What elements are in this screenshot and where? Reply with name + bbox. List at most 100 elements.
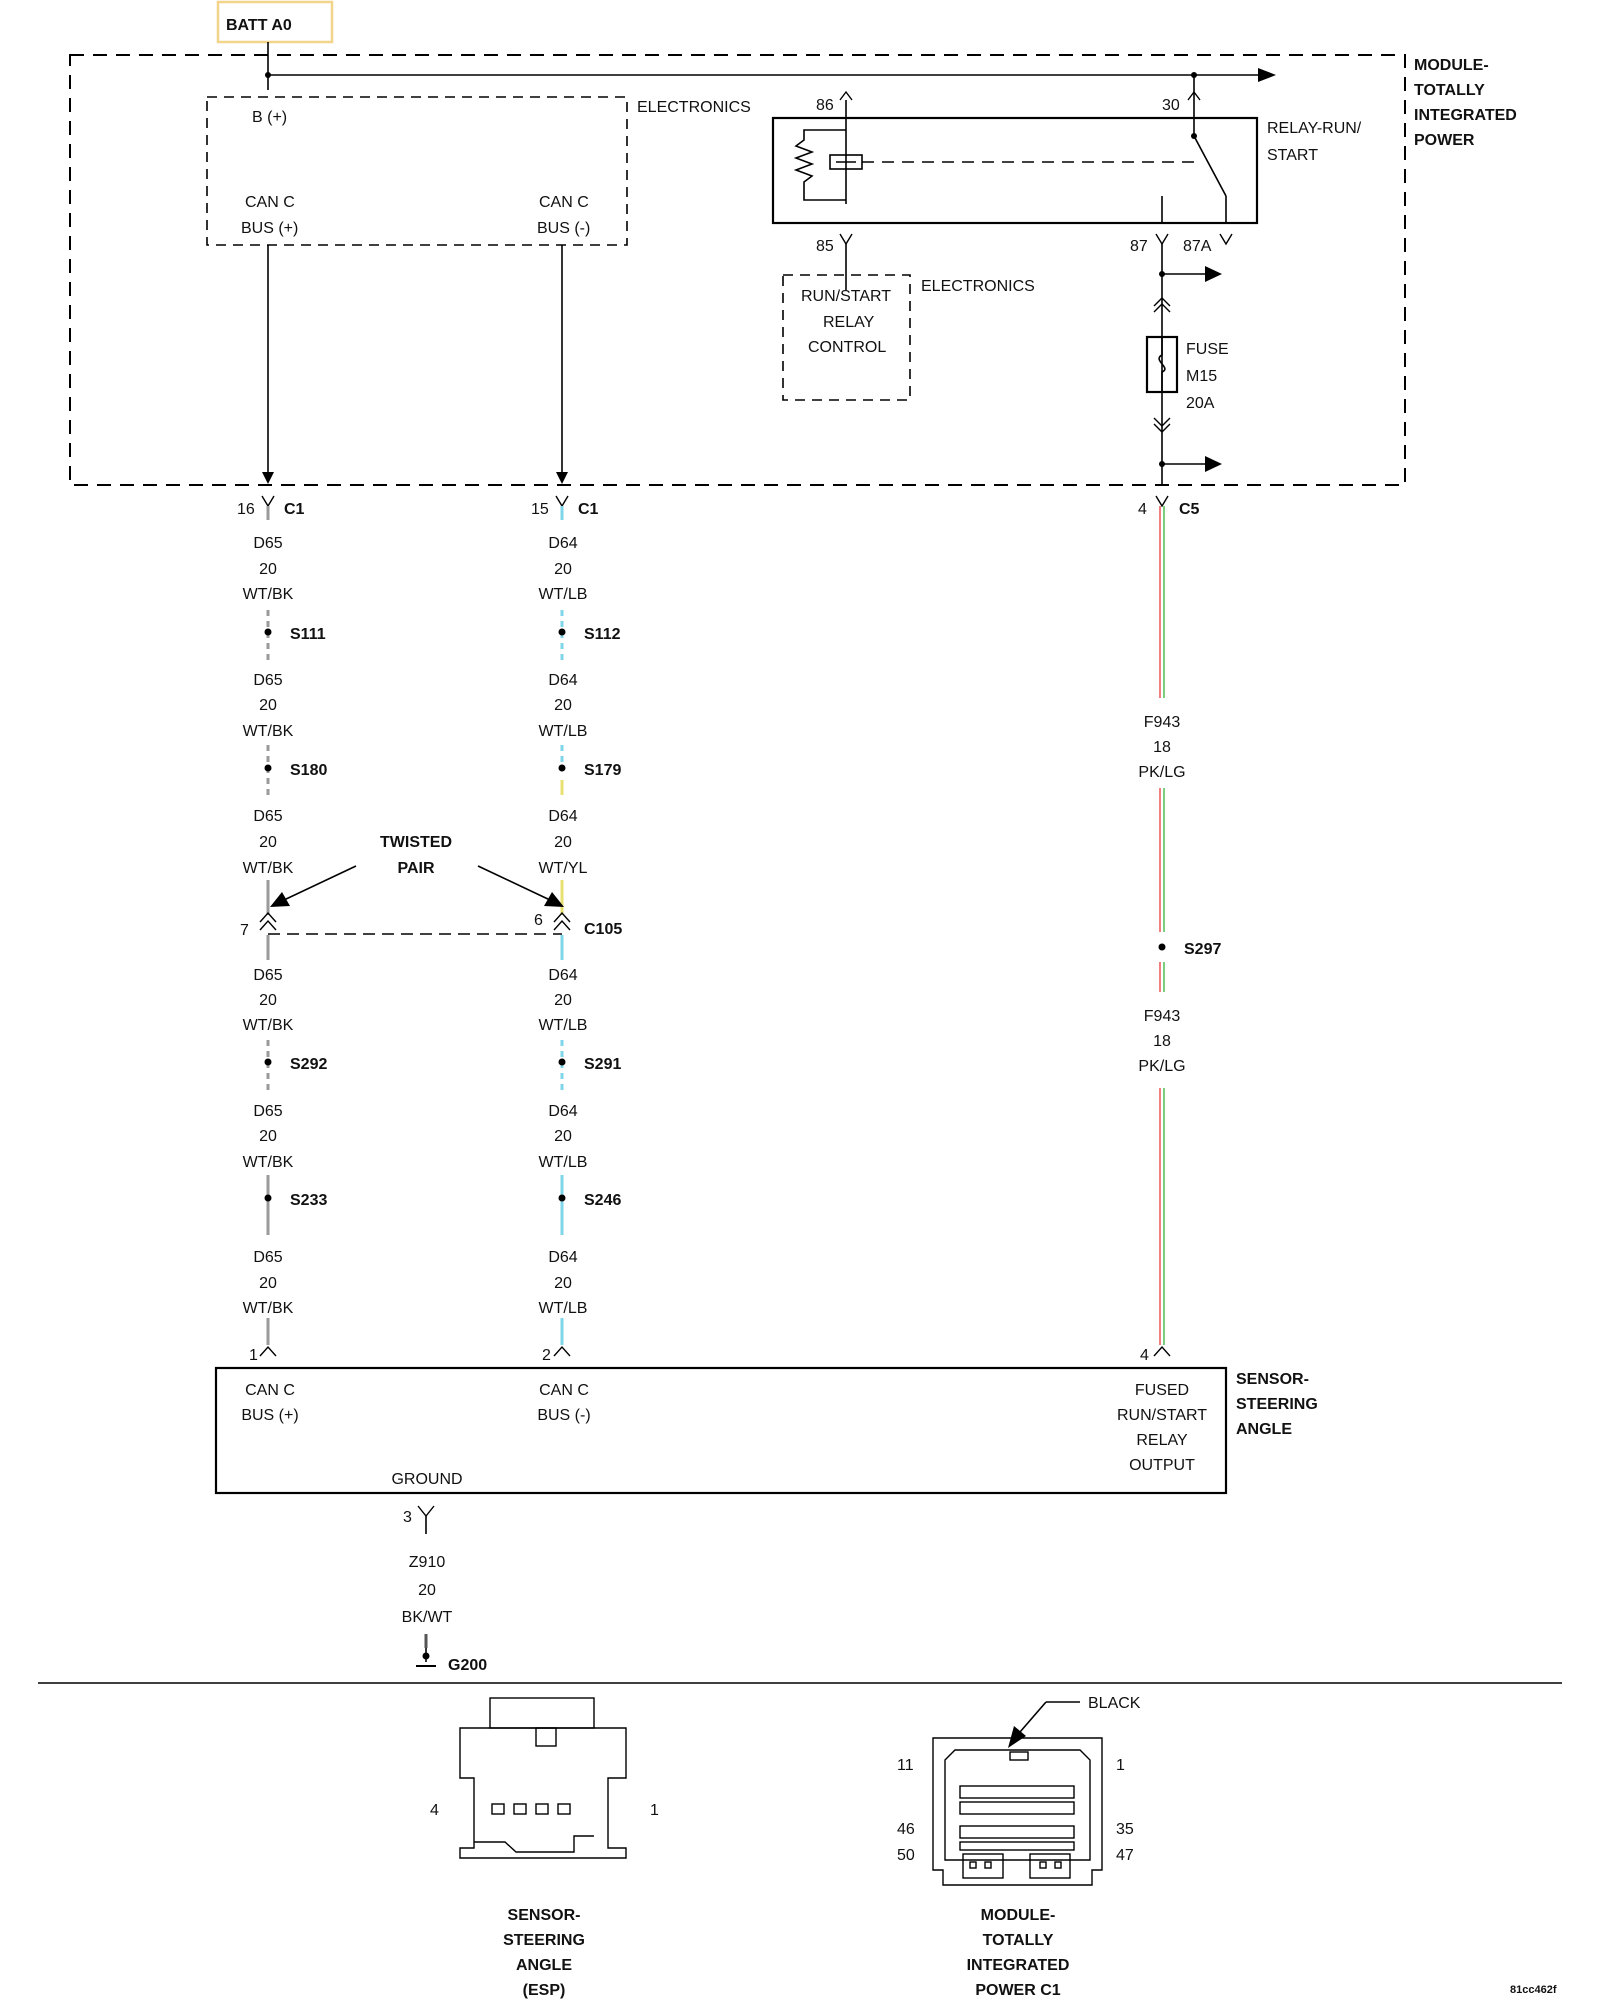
svg-text:S291: S291 <box>584 1056 621 1073</box>
svg-text:16: 16 <box>237 501 255 518</box>
twisted-pair: TWISTED PAIR 7 6 C105 <box>240 834 622 939</box>
module-title-2: TOTALLY <box>1414 82 1485 99</box>
svg-text:20: 20 <box>554 697 572 714</box>
wire-labels: D65 20 WT/BK D65 20 WT/BK D65 20 WT/BK D… <box>243 535 1186 1317</box>
svg-text:OUTPUT: OUTPUT <box>1129 1457 1195 1474</box>
svg-text:WT/BK: WT/BK <box>243 860 294 877</box>
svg-text:WT/BK: WT/BK <box>243 723 294 740</box>
sensor-steering-angle: 1 2 4 SENSOR- STEERING ANGLE CAN C BUS (… <box>214 1345 1318 1674</box>
svg-text:RELAY: RELAY <box>823 314 875 331</box>
svg-text:18: 18 <box>1153 739 1171 756</box>
svg-text:4: 4 <box>1138 501 1147 518</box>
doc-code: 81cc462f <box>1510 1984 1557 1996</box>
svg-text:BLACK: BLACK <box>1088 1695 1141 1712</box>
svg-text:15: 15 <box>531 501 549 518</box>
svg-text:SENSOR-: SENSOR- <box>508 1907 581 1924</box>
svg-text:C1: C1 <box>284 501 305 518</box>
svg-text:ANGLE: ANGLE <box>516 1957 572 1974</box>
svg-text:FUSE: FUSE <box>1186 341 1229 358</box>
svg-text:D64: D64 <box>548 808 577 825</box>
svg-text:D65: D65 <box>253 1249 282 1266</box>
svg-text:20: 20 <box>554 1275 572 1292</box>
svg-text:87A: 87A <box>1183 238 1212 255</box>
svg-text:D65: D65 <box>253 808 282 825</box>
svg-text:STEERING: STEERING <box>503 1932 585 1949</box>
svg-text:C5: C5 <box>1179 501 1200 518</box>
svg-text:20: 20 <box>259 561 277 578</box>
svg-text:(ESP): (ESP) <box>523 1982 566 1999</box>
svg-text:RELAY: RELAY <box>1136 1432 1188 1449</box>
svg-text:WT/LB: WT/LB <box>539 1300 588 1317</box>
svg-text:MODULE-: MODULE- <box>981 1907 1056 1924</box>
module-totally-integrated-power: BATT A0 MODULE- TOTALLY INTEGRATED POWER… <box>69 0 1517 486</box>
svg-text:D65: D65 <box>253 967 282 984</box>
svg-text:20: 20 <box>554 834 572 851</box>
relay-box <box>771 116 1259 225</box>
svg-text:PAIR: PAIR <box>397 860 434 877</box>
svg-text:WT/LB: WT/LB <box>539 1154 588 1171</box>
svg-text:S111: S111 <box>290 626 326 643</box>
svg-text:86: 86 <box>816 97 834 114</box>
svg-text:50: 50 <box>897 1847 915 1864</box>
svg-text:TWISTED: TWISTED <box>380 834 452 851</box>
svg-text:D65: D65 <box>253 535 282 552</box>
svg-text:BUS (-): BUS (-) <box>537 220 590 237</box>
module-outline <box>69 54 1406 486</box>
svg-text:1: 1 <box>1116 1757 1125 1774</box>
svg-text:1: 1 <box>650 1802 659 1819</box>
svg-text:RUN/START: RUN/START <box>1117 1407 1207 1424</box>
svg-text:S292: S292 <box>290 1056 327 1073</box>
svg-text:30: 30 <box>1162 97 1180 114</box>
svg-text:F943: F943 <box>1144 714 1181 731</box>
svg-text:BK/WT: BK/WT <box>402 1609 453 1626</box>
svg-text:D64: D64 <box>548 967 577 984</box>
svg-text:C1: C1 <box>578 501 599 518</box>
svg-text:CAN C: CAN C <box>245 194 295 211</box>
svg-text:RUN/START: RUN/START <box>801 288 891 305</box>
svg-text:WT/LB: WT/LB <box>539 723 588 740</box>
svg-text:BUS (-): BUS (-) <box>537 1407 590 1424</box>
electronics-label-1: ELECTRONICS <box>637 99 751 116</box>
svg-text:STEERING: STEERING <box>1236 1396 1318 1413</box>
svg-text:ELECTRONICS: ELECTRONICS <box>921 278 1035 295</box>
svg-text:WT/BK: WT/BK <box>243 1154 294 1171</box>
b-plus-label: B (+) <box>252 109 287 126</box>
svg-text:20: 20 <box>554 992 572 1009</box>
svg-text:G200: G200 <box>448 1657 487 1674</box>
svg-text:C105: C105 <box>584 921 622 938</box>
svg-text:1: 1 <box>249 1347 258 1364</box>
svg-text:M15: M15 <box>1186 368 1217 385</box>
svg-text:FUSED: FUSED <box>1135 1382 1189 1399</box>
svg-text:11: 11 <box>897 1757 914 1774</box>
svg-text:20: 20 <box>259 697 277 714</box>
splices: S111 S112 S180 S179 S292 S291 S233 S246 … <box>264 626 1221 1209</box>
svg-text:BUS (+): BUS (+) <box>241 220 298 237</box>
svg-text:D65: D65 <box>253 1103 282 1120</box>
svg-text:INTEGRATED: INTEGRATED <box>967 1957 1070 1974</box>
svg-text:PK/LG: PK/LG <box>1138 764 1185 781</box>
svg-text:87: 87 <box>1130 238 1148 255</box>
svg-text:S246: S246 <box>584 1192 621 1209</box>
svg-text:20: 20 <box>418 1582 436 1599</box>
module-title-4: POWER <box>1414 132 1475 149</box>
svg-text:20: 20 <box>259 834 277 851</box>
svg-text:WT/BK: WT/BK <box>243 586 294 603</box>
svg-text:3: 3 <box>403 1509 412 1526</box>
relay-title-2: START <box>1267 147 1318 164</box>
module-title-3: INTEGRATED <box>1414 107 1517 124</box>
svg-text:6: 6 <box>534 912 543 929</box>
svg-text:D64: D64 <box>548 1249 577 1266</box>
svg-text:20: 20 <box>259 1128 277 1145</box>
electronics-box-1 <box>206 96 628 246</box>
svg-text:PK/LG: PK/LG <box>1138 1058 1185 1075</box>
svg-text:20: 20 <box>554 1128 572 1145</box>
svg-text:TOTALLY: TOTALLY <box>983 1932 1054 1949</box>
svg-text:SENSOR-: SENSOR- <box>1236 1371 1309 1388</box>
svg-text:BUS (+): BUS (+) <box>241 1407 298 1424</box>
wire-runs <box>266 506 1165 1345</box>
svg-text:WT/LB: WT/LB <box>539 586 588 603</box>
svg-text:CAN C: CAN C <box>539 194 589 211</box>
svg-text:7: 7 <box>240 922 249 939</box>
electronics-box-2 <box>782 274 911 401</box>
